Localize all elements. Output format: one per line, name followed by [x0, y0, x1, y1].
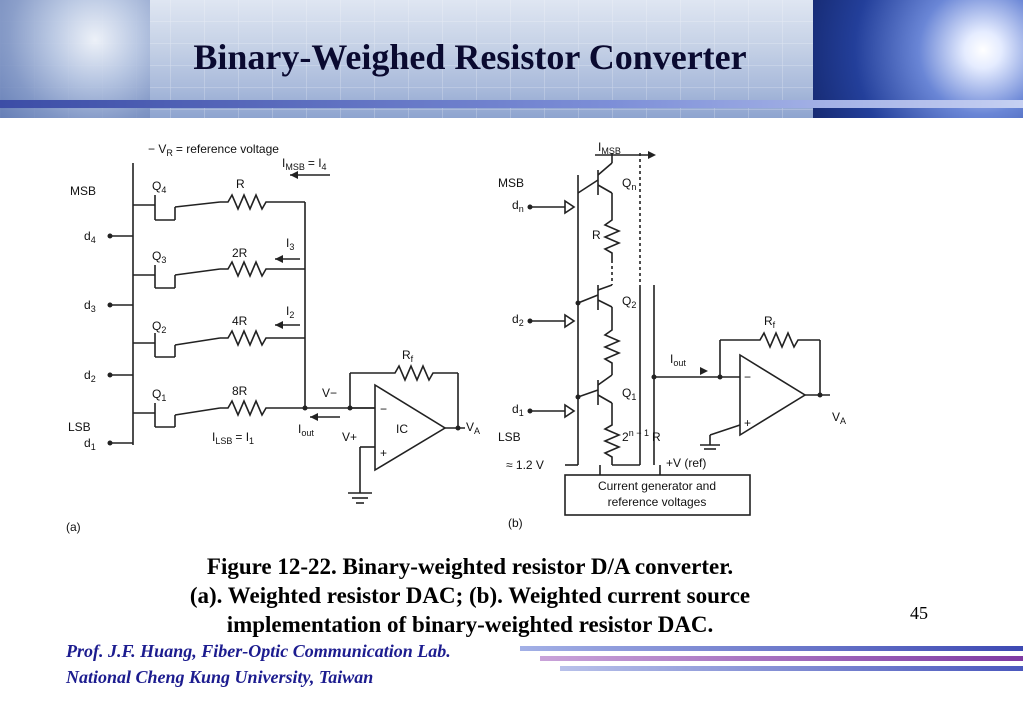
opamp-minus-b: −: [744, 370, 751, 384]
i-msb-label-a: IMSB= I4: [282, 156, 327, 172]
q4-label: Q4: [152, 179, 166, 195]
resistor-r-label-b: R: [592, 228, 601, 242]
i-lsb-label: ILSB= I1: [212, 430, 254, 446]
d2-label: d2: [84, 368, 96, 384]
iout-label-b: Iout: [670, 352, 686, 368]
va-label-b: VA: [832, 410, 846, 426]
ic-label: IC: [396, 422, 408, 436]
vref-label: +V (ref): [666, 456, 706, 470]
page-number: 45: [910, 603, 928, 623]
v-plus-label: V+: [342, 430, 357, 444]
opamp-plus-b: +: [744, 416, 751, 430]
q1-label-b: Q1: [622, 386, 636, 402]
footer-band: [0, 640, 1023, 708]
header-left-decoration: [0, 0, 150, 118]
dac-circuit-diagram: − VR= reference voltage MSB LSB Q4 Q3 Q2…: [66, 140, 846, 534]
q3-label: Q3: [152, 249, 166, 265]
diagram-a-wiring: [110, 163, 465, 504]
header-underline-bar: [0, 100, 1023, 108]
diagram-b-nodes: [527, 151, 823, 414]
q1-label: Q1: [152, 387, 166, 403]
iout-label-a: Iout: [298, 422, 314, 438]
panel-label-b: (b): [508, 516, 523, 530]
diagram-b-wiring: [530, 153, 830, 516]
footer-author: Prof. J.F. Huang, Fiber-Optic Communicat…: [66, 641, 451, 661]
i-msb-label-b: IMSB: [598, 140, 621, 156]
caption-line-3: implementation of binary-weighted resist…: [226, 612, 714, 637]
opamp-minus-a: −: [380, 402, 387, 416]
d1-label-b: d1: [512, 402, 524, 418]
caption-line-2: (a). Weighted resistor DAC; (b). Weighte…: [189, 583, 751, 608]
d3-label: d3: [84, 298, 96, 314]
resistor-2r-label: 2R: [232, 246, 248, 260]
v-1-2-label: ≈ 1.2 V: [506, 458, 544, 472]
slide-title: Binary-Weighed Resistor Converter: [193, 37, 747, 77]
header-banner: [0, 0, 1023, 118]
footer-stripe-3: [560, 666, 1023, 671]
footer-stripe-2: [540, 656, 1023, 661]
diagram-a-nodes: [107, 171, 461, 446]
i3-label: I3: [286, 236, 294, 252]
dn-label: dn: [512, 198, 524, 214]
d1-label: d1: [84, 436, 96, 452]
va-label-a: VA: [466, 420, 480, 436]
msb-label-a: MSB: [70, 184, 96, 198]
qn-label: Qn: [622, 176, 636, 192]
rf-label-a: Rf: [402, 348, 414, 364]
resistor-r-label: R: [236, 177, 245, 191]
v-minus-label: V−: [322, 386, 337, 400]
header-fiber-optic-decoration: [813, 0, 1023, 118]
d4-label: d4: [84, 229, 96, 245]
figure-caption: Figure 12-22. Binary-weighted resistor D…: [110, 552, 830, 639]
opamp-plus-a: +: [380, 446, 387, 460]
lsb-label-b: LSB: [498, 430, 521, 444]
q2-label: Q2: [152, 319, 166, 335]
msb-label-b: MSB: [498, 176, 524, 190]
ref-voltage-label: − VR= reference voltage: [148, 142, 279, 158]
footer-university: National Cheng Kung University, Taiwan: [66, 667, 374, 687]
resistor-4r-label: 4R: [232, 314, 248, 328]
current-generator-line2: reference voltages: [608, 495, 707, 509]
i2-label: I2: [286, 304, 294, 320]
caption-line-1: Figure 12-22. Binary-weighted resistor D…: [206, 554, 734, 579]
lsb-label-a: LSB: [68, 420, 91, 434]
current-generator-line1: Current generator and: [598, 479, 716, 493]
resistor-8r-label: 8R: [232, 384, 248, 398]
d2-label-b: d2: [512, 312, 524, 328]
panel-label-a: (a): [66, 520, 81, 534]
q2-label-b: Q2: [622, 294, 636, 310]
footer-stripe-1: [520, 646, 1023, 651]
rf-label-b: Rf: [764, 314, 776, 330]
